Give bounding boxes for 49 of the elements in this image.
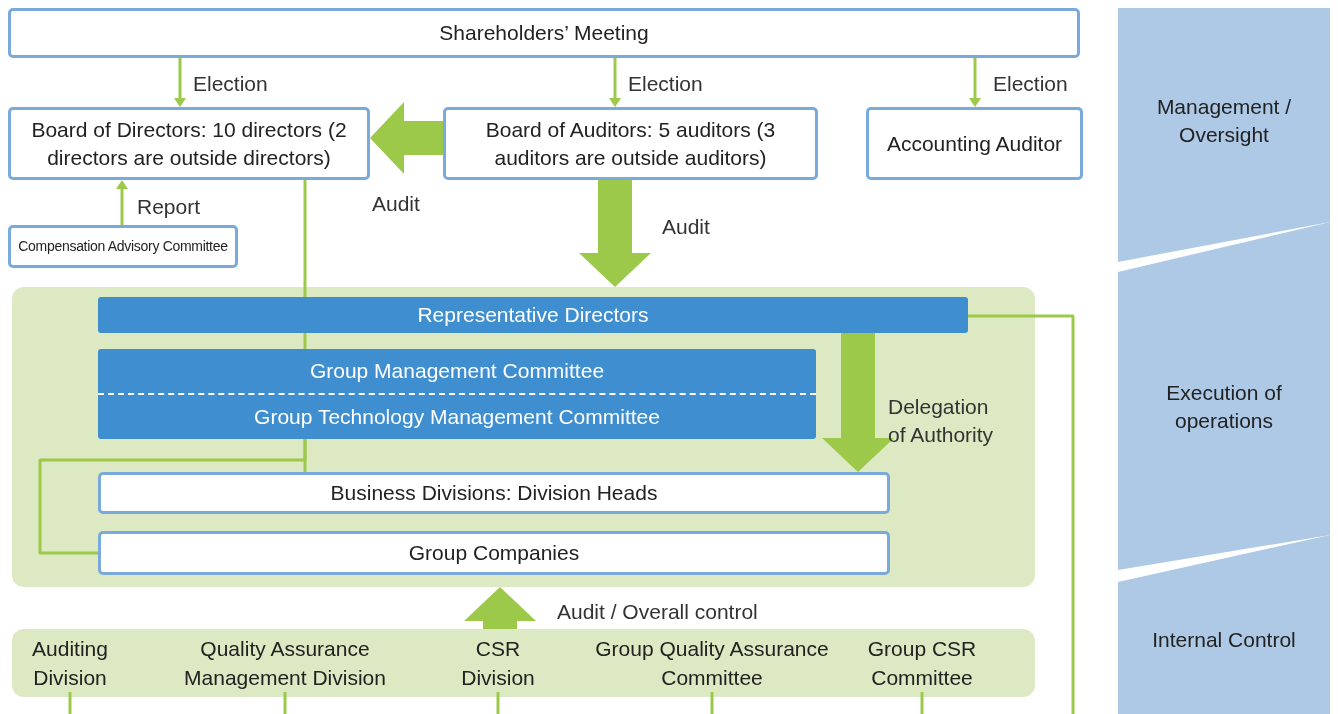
edge-label: Report [137,194,201,220]
edge-label: Delegation of Authority [888,394,995,448]
connector-line [303,180,307,297]
category-band [1118,535,1330,714]
arrow [969,58,981,107]
org-box: Accounting Auditor [866,107,1083,180]
org-box: Shareholders’ Meeting [8,8,1080,58]
arrow [609,58,621,107]
edge-label: Election [628,71,703,97]
connector-line [303,333,307,349]
connector-line [968,314,1075,714]
edge-label: Audit / Overall control [557,599,758,625]
org-box: Compensation Advisory Committee [8,225,238,268]
edge-label: Election [193,71,268,97]
connector-line [496,692,500,714]
connector-line [38,439,307,555]
block-arrow [464,587,536,629]
executive-bar: Representative Directors [98,297,968,333]
arrow [174,58,186,107]
division-label: Quality Assurance Management Division [160,634,410,692]
block-arrow [370,102,443,174]
category-band [1118,222,1330,572]
edge-label: Audit [372,191,420,217]
connector-line [283,692,287,714]
band-label: Management / Oversight [1155,94,1293,148]
group-panel [12,629,1035,697]
committee-name: Group Technology Management Committee [254,404,660,431]
division-label: Group Quality Assurance Committee [586,634,838,692]
division-label: Auditing Division [18,634,122,692]
org-box: Board of Auditors: 5 auditors (3 auditors are outside auditors) [443,107,818,180]
committee-name: Group Management Committee [309,358,605,385]
committee-box [98,349,816,439]
edge-label: Election [993,71,1068,97]
connector-line [710,692,714,714]
division-label: CSR Division [448,634,548,692]
band-label: Execution of operations [1165,380,1283,434]
connector-line [920,692,924,714]
org-box: Business Divisions: Division Heads [98,472,890,514]
org-box: Board of Directors: 10 directors (2 directors are outside directors) [8,107,370,180]
org-box: Group Companies [98,531,890,575]
connector-line [68,692,72,714]
block-arrow [579,180,651,287]
band-label: Internal Control [1151,626,1297,653]
edge-label: Audit [662,214,710,240]
arrow [116,180,128,225]
block-arrow [822,333,894,472]
group-panel [12,287,1035,587]
category-band [1118,8,1330,262]
division-label: Group CSR Committee [852,634,992,692]
